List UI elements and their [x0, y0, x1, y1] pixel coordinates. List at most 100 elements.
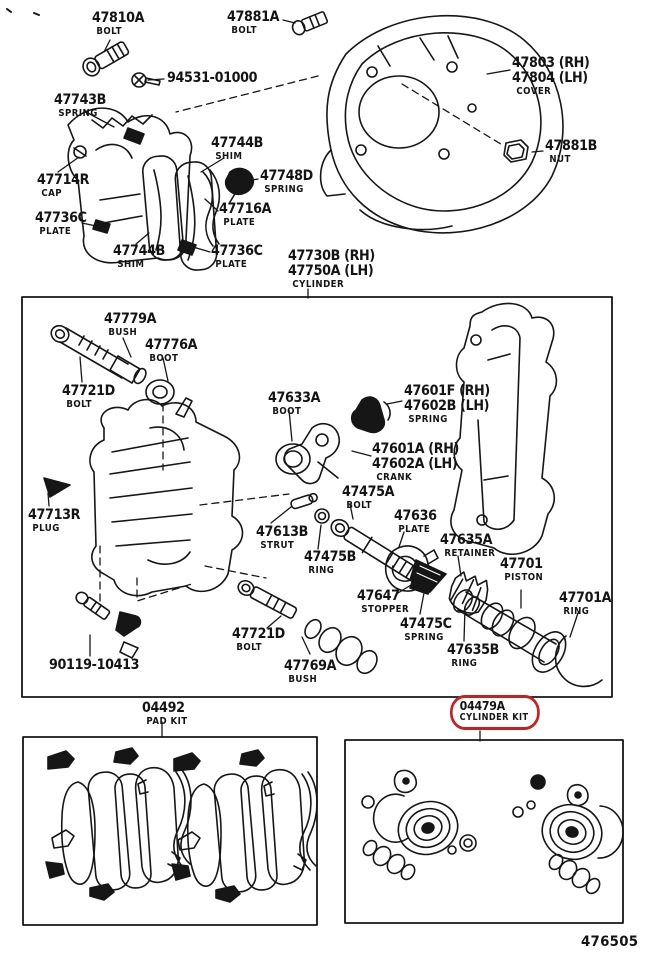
part-number: 47721D [62, 383, 115, 399]
part-name: CRANK [376, 471, 413, 483]
part-number: 47701A [559, 590, 612, 606]
part-name: BOOT [149, 352, 179, 364]
part-number: 47602B (LH) [404, 397, 490, 414]
part-name: PAD KIT [146, 715, 188, 727]
part-name: CYLINDER KIT [459, 711, 529, 723]
part-number: 47736C [211, 243, 263, 259]
part-name: RING [563, 605, 590, 617]
part-number: 47730B (RH) [288, 248, 375, 264]
part-number: 47601F (RH) [404, 383, 490, 399]
part-number: 47635A [440, 532, 493, 548]
part-number: 47602A (LH) [372, 455, 458, 472]
part-label-94531-01000: 94531-01000 [167, 70, 258, 86]
part-number: 47743B [54, 92, 107, 108]
part-name: BOLT [236, 641, 263, 653]
part-name: BUSH [108, 326, 138, 338]
strut-drawing [290, 492, 318, 510]
part-number: 47736C [35, 210, 87, 226]
part-name: BOLT [231, 24, 258, 36]
part-number: 47714R [37, 172, 90, 188]
part-name: NUT [549, 153, 571, 165]
part-number: 47750A (LH) [288, 262, 374, 279]
mounting-bracket-drawing [450, 302, 558, 556]
part-number: 47776A [145, 337, 198, 353]
part-number: 94531-01000 [167, 70, 258, 86]
part-number: 04492 [142, 700, 185, 716]
part-number: 47613B [256, 524, 309, 540]
part-name: RING [451, 657, 478, 669]
part-number: 47810A [92, 10, 145, 26]
pad-kit-drawing [45, 747, 318, 903]
nut-47881b-drawing [503, 139, 529, 163]
part-name: SPRING [58, 107, 98, 119]
part-name: BOOT [272, 405, 302, 417]
part-label-47601a-47602a-crank: 47601A (RH)47602A (LH)CRANK [372, 442, 459, 483]
part-name: STRUT [260, 539, 295, 551]
part-name: CYLINDER [292, 278, 345, 290]
part-number: 47881B [545, 138, 598, 154]
part-name: SPRING [404, 631, 444, 643]
cylinder-kit-box [344, 739, 624, 924]
ring-47701a-drawing [554, 635, 603, 688]
part-number: 47881A [227, 9, 280, 25]
bush-47769a-drawing [304, 618, 378, 675]
stray-marks [6, 8, 40, 16]
part-label-47730b-47750a-cylinder: 47730B (RH)47750A (LH)CYLINDER [288, 249, 375, 290]
part-name: PISTON [504, 571, 544, 583]
part-name: PLATE [398, 523, 431, 535]
ring-47635b-drawing [463, 596, 481, 616]
part-label-47601f-47602b-spring: 47601F (RH)47602B (LH)SPRING [404, 384, 490, 425]
part-name: RING [308, 564, 335, 576]
main-assembly-box [21, 296, 613, 698]
part-number: 04479A [459, 698, 505, 713]
part-number: 90119-10413 [49, 657, 140, 673]
part-name: SPRING [408, 413, 448, 425]
part-name: BOLT [66, 398, 93, 410]
spring-47601f-drawing [350, 396, 391, 434]
part-number: 47779A [104, 311, 157, 327]
bolt-47810a-drawing [82, 41, 130, 77]
dashed-lines [99, 75, 505, 607]
leader-lines [47, 19, 579, 742]
bolt-47881a-drawing [291, 11, 329, 36]
crank-drawing [283, 422, 341, 485]
part-number: 47475A [342, 484, 395, 500]
part-number: 47647 [357, 588, 400, 604]
part-number: 47748D [260, 168, 313, 184]
boot-47633a-drawing [275, 443, 311, 475]
part-number: 47744B [113, 243, 166, 259]
diagram-code: 476505 [581, 934, 639, 950]
part-number: 47633A [268, 390, 321, 406]
part-name: PLATE [215, 258, 248, 270]
part-number: 47803 (RH) [512, 55, 590, 71]
part-name: COVER [516, 85, 552, 97]
part-label-90119-10413: 90119-10413 [49, 657, 140, 673]
part-number: 47601A (RH) [372, 441, 460, 457]
bolt-47721d-lower-drawing [237, 579, 298, 619]
spring-47475c-drawing [409, 559, 447, 593]
caliper-drawing [89, 397, 244, 597]
cylinder-kit-drawing [361, 769, 624, 895]
